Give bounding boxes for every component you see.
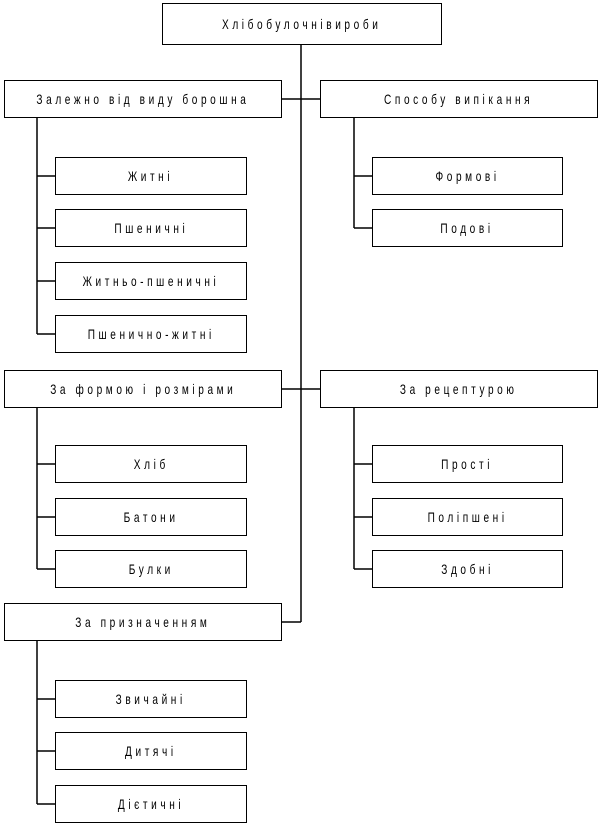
purpose-item-box: Дієтичні — [55, 785, 247, 823]
shape-item-label: Хліб — [133, 456, 169, 472]
purpose-item-label: Дієтичні — [117, 796, 185, 812]
group-recipe-box: За рецептурою — [320, 370, 598, 408]
group-shape-label: За формою і розмірами — [49, 381, 237, 397]
group-baking-label: Способу випікання — [384, 91, 534, 107]
recipe-item-box: Здобні — [372, 550, 563, 588]
shape-item-box: Булки — [55, 550, 247, 588]
flour-item-label: Пшенично-житні — [87, 326, 215, 342]
group-flour-label: Залежно від виду борошна — [36, 91, 250, 107]
flour-item-label: Пшеничні — [113, 220, 189, 236]
recipe-item-label: Здобні — [441, 561, 494, 577]
root-box: Хлібобулочнівироби — [162, 3, 442, 45]
baking-item-box: Подові — [372, 209, 563, 247]
flour-item-box: Житні — [55, 157, 247, 195]
group-purpose-label: За призначенням — [75, 614, 211, 630]
flour-item-box: Житньо-пшеничні — [55, 262, 247, 300]
flour-item-label: Житні — [128, 168, 174, 184]
purpose-item-label: Дитячі — [125, 743, 177, 759]
shape-item-label: Булки — [128, 561, 174, 577]
recipe-item-box: Прості — [372, 445, 563, 483]
flour-item-label: Житньо-пшеничні — [82, 273, 220, 289]
root-label: Хлібобулочнівироби — [222, 16, 382, 32]
recipe-item-box: Поліпшені — [372, 498, 563, 536]
purpose-item-box: Дитячі — [55, 732, 247, 770]
purpose-item-box: Звичайні — [55, 680, 247, 718]
group-recipe-label: За рецептурою — [400, 381, 518, 397]
flour-item-box: Пшеничні — [55, 209, 247, 247]
shape-item-label: Батони — [123, 509, 179, 525]
flour-item-box: Пшенично-житні — [55, 315, 247, 353]
baking-item-box: Формові — [372, 157, 563, 195]
shape-item-box: Хліб — [55, 445, 247, 483]
purpose-item-label: Звичайні — [115, 691, 187, 707]
baking-item-label: Формові — [435, 168, 500, 184]
recipe-item-label: Прості — [441, 456, 494, 472]
group-flour-box: Залежно від виду борошна — [4, 80, 282, 118]
group-purpose-box: За призначенням — [4, 603, 282, 641]
shape-item-box: Батони — [55, 498, 247, 536]
group-baking-box: Способу випікання — [320, 80, 598, 118]
baking-item-label: Подові — [440, 220, 495, 236]
recipe-item-label: Поліпшені — [427, 509, 508, 525]
group-shape-box: За формою і розмірами — [4, 370, 282, 408]
